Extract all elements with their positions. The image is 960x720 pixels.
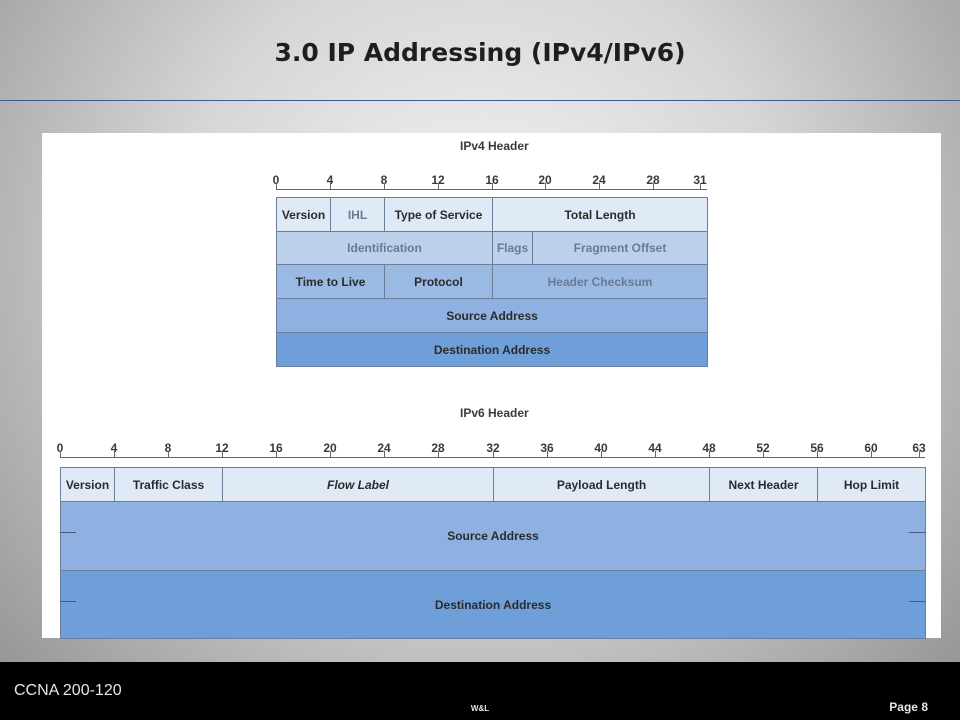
ipv6-field-version: Version [60,467,115,502]
footer-bar: CCNA 200-120 W&L Page 8 [0,662,960,720]
ipv4-bit-label: 20 [538,173,552,187]
ipv4-field-identification: Identification [276,231,493,265]
ipv6-bit-label: 56 [810,441,824,455]
ipv4-field-fragment-offset: Fragment Offset [532,231,708,265]
ipv6-bit-tick [60,451,61,458]
ipv4-bit-tick [276,183,277,190]
ipv4-bit-tick [438,183,439,190]
ipv6-bit-label: 8 [164,441,172,455]
ipv6-bit-label: 63 [912,441,926,455]
ipv6-row-continuation-mark [60,532,76,533]
ipv6-bit-tick [114,451,115,458]
ipv6-bit-label: 12 [215,441,229,455]
ipv6-row-continuation-mark [60,601,76,602]
course-label: CCNA 200-120 [14,682,122,699]
ipv4-field-destination-address: Destination Address [276,332,708,367]
ipv6-bit-tick [817,451,818,458]
title-divider [0,100,960,101]
ipv4-bit-tick [599,183,600,190]
ipv6-field-payload-length: Payload Length [493,467,710,502]
ipv6-row-continuation-mark [909,601,925,602]
ipv6-bit-tick [438,451,439,458]
ipv6-bit-tick [168,451,169,458]
slide-title: 3.0 IP Addressing (IPv4/IPv6) [274,38,686,67]
ipv6-bit-label: 0 [56,441,64,455]
page-number: Page 8 [889,700,928,714]
ipv4-bit-label: 31 [693,173,707,187]
ipv4-bit-tick [384,183,385,190]
ipv4-field-type-of-service: Type of Service [384,197,493,232]
ipv4-bit-label: 16 [485,173,499,187]
ipv6-field-next-header: Next Header [709,467,818,502]
ipv6-field-traffic-class: Traffic Class [114,467,223,502]
ipv6-bit-tick [222,451,223,458]
ipv4-field-source-address: Source Address [276,298,708,333]
ipv6-bit-tick [384,451,385,458]
ipv6-bit-tick [655,451,656,458]
ipv4-bit-label: 12 [431,173,445,187]
ipv6-bit-tick [919,451,920,458]
ipv6-bit-label: 32 [486,441,500,455]
ipv6-field-hop-limit: Hop Limit [817,467,926,502]
ipv6-bit-label: 16 [269,441,283,455]
ipv4-bit-tick [653,183,654,190]
ipv6-field-flow-label: Flow Label [222,467,494,502]
ipv6-bit-label: 36 [540,441,554,455]
ipv4-bit-label: 0 [272,173,280,187]
ipv6-bit-label: 20 [323,441,337,455]
ipv6-row-continuation-mark [909,532,925,533]
ipv6-bit-label: 48 [702,441,716,455]
ipv4-ruler [276,189,707,190]
ipv6-bit-label: 60 [864,441,878,455]
ipv4-field-total-length: Total Length [492,197,708,232]
ipv4-field-time-to-live: Time to Live [276,264,385,299]
ipv6-ruler [60,457,925,458]
ipv4-field-version: Version [276,197,331,232]
ipv4-bit-tick [545,183,546,190]
ipv6-bit-tick [709,451,710,458]
ipv4-field-protocol: Protocol [384,264,493,299]
ipv6-bit-tick [493,451,494,458]
ipv4-field-flags: Flags [492,231,533,265]
ipv6-bit-tick [763,451,764,458]
ipv4-bit-label: 28 [646,173,660,187]
ipv6-bit-tick [547,451,548,458]
ipv6-bit-label: 4 [110,441,118,455]
ipv6-header-title: IPv6 Header [460,406,529,420]
ipv6-bit-tick [601,451,602,458]
ipv4-bit-tick [492,183,493,190]
ipv4-bit-tick [330,183,331,190]
ipv6-bit-label: 40 [594,441,608,455]
ipv6-bit-tick [276,451,277,458]
center-logo-text: W&L [470,704,490,713]
ipv6-bit-label: 44 [648,441,662,455]
ipv6-bit-tick [330,451,331,458]
ipv4-field-ihl: IHL [330,197,385,232]
ipv6-field-source-address: Source Address [60,501,926,571]
ipv6-field-destination-address: Destination Address [60,570,926,639]
ipv4-bit-label: 8 [380,173,388,187]
ipv4-header-title: IPv4 Header [460,139,529,153]
ipv6-bit-label: 52 [756,441,770,455]
ipv4-bit-label: 4 [326,173,334,187]
ipv6-bit-label: 28 [431,441,445,455]
ipv6-bit-label: 24 [377,441,391,455]
ipv4-bit-label: 24 [592,173,606,187]
ipv6-bit-tick [871,451,872,458]
ipv4-bit-tick [700,183,701,190]
ipv4-field-header-checksum: Header Checksum [492,264,708,299]
